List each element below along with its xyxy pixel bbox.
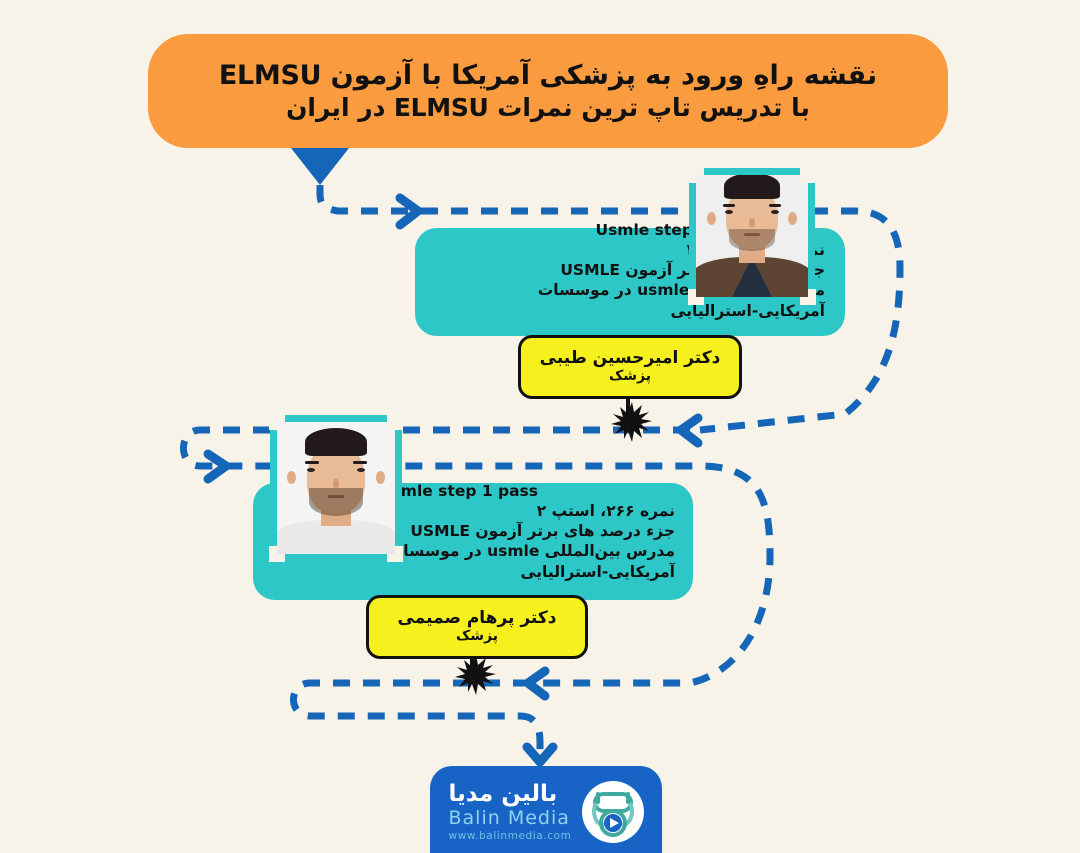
- header-banner: نقشه راهِ ورود به پزشکی آمریکا با آزمون …: [148, 34, 948, 148]
- starburst-marker-2: [455, 655, 496, 695]
- doctor-2-photo-frame: [269, 414, 403, 562]
- brand-name-fa: بالین مدیا: [448, 780, 558, 807]
- doctor-1-portrait: [696, 175, 808, 297]
- flow-path-segment-2: [180, 426, 774, 687]
- doctor-2-portrait: [277, 422, 395, 554]
- arrowhead-down-bottom: [522, 742, 558, 767]
- banner-title-line-1: نقشه راهِ ورود به پزشکی آمریکا با آزمون …: [218, 60, 878, 92]
- doctor-card-2-details: Usmle step 1 pass نمره ۲۶۶، استپ ۲ جزء د…: [375, 481, 675, 582]
- doctor-1-photo-frame: [688, 167, 816, 305]
- brand-logo[interactable]: بالین مدیا Balin Media www.balinmedia.co…: [430, 766, 662, 853]
- arrowhead-left-2: [523, 666, 550, 701]
- card-2-line-1: Usmle step 1 pass: [379, 482, 539, 500]
- brand-logo-text: بالین مدیا Balin Media www.balinmedia.co…: [448, 780, 572, 842]
- doctor-1-name: دکتر امیرحسین طیبی: [539, 347, 721, 368]
- card-2-line-3: جزء درصد های برتر آزمون USMLE: [410, 522, 675, 541]
- arrowhead-right-2: [203, 449, 231, 484]
- doctor-2-role: پزشک: [455, 628, 499, 645]
- starburst-marker-1: [611, 402, 652, 442]
- arrowhead-left-1: [676, 413, 703, 448]
- brand-name-en: Balin Media: [448, 806, 570, 829]
- brand-website-url: www.balinmedia.com: [448, 829, 572, 842]
- flow-path-segment-3: [290, 679, 544, 760]
- card-2-line-2: نمره ۲۶۶، استپ ۲: [536, 502, 675, 521]
- doctor-2-name-badge: دکتر پرهام صمیمی پزشک: [366, 595, 588, 659]
- doctor-1-role: پزشک: [608, 368, 652, 385]
- banner-pointer-triangle: [291, 148, 349, 185]
- stethoscope-play-icon: [581, 781, 644, 843]
- doctor-1-name-badge: دکتر امیرحسین طیبی پزشک: [518, 335, 742, 399]
- doctor-2-name: دکتر پرهام صمیمی: [397, 607, 557, 628]
- flow-path-segment-1: [316, 184, 904, 434]
- arrowhead-right-1: [395, 193, 423, 230]
- card-2-line-4: مدرس بین‌المللی usmle در موسسات آمریکایی…: [387, 542, 675, 581]
- banner-title-line-2: با تدریس تاپ ترین نمرات USMLE در ایران: [286, 92, 810, 122]
